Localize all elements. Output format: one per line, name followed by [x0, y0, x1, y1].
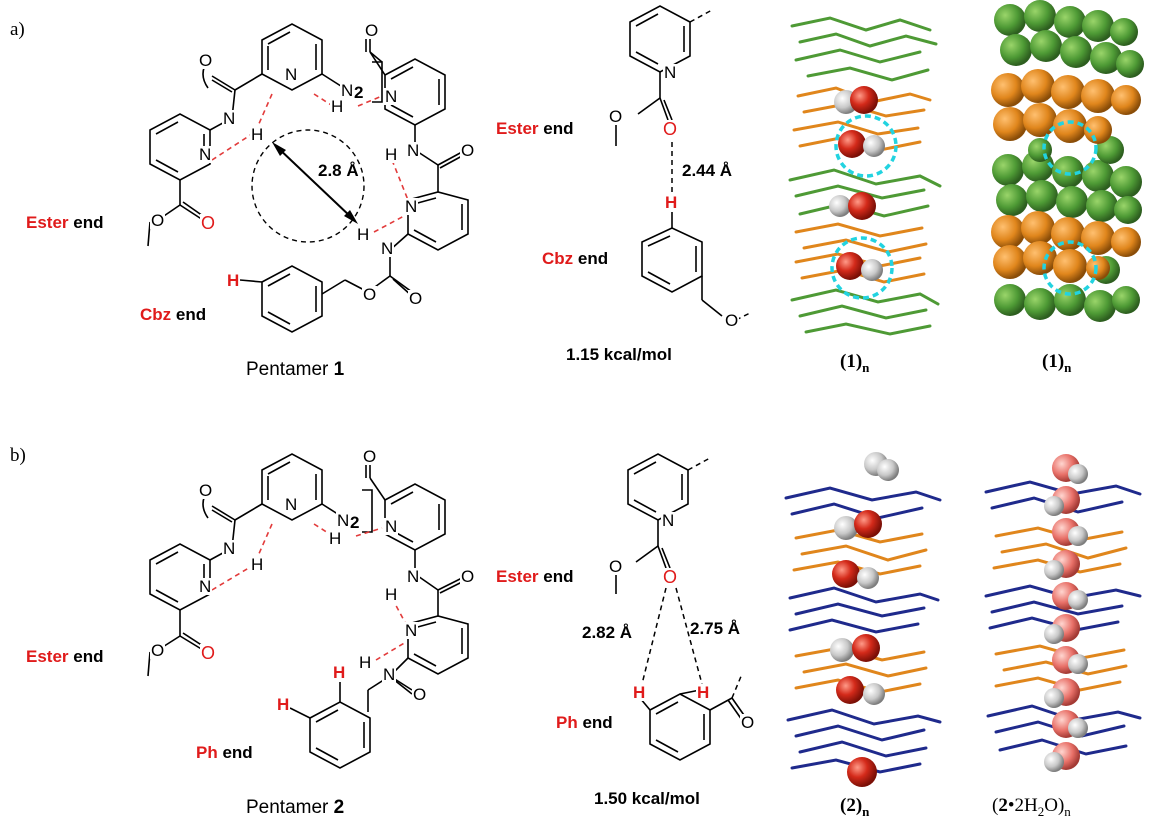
atom-n: N — [198, 145, 213, 164]
atom-o: O — [724, 311, 740, 330]
atom-o: O — [150, 641, 166, 660]
atom-h: H — [330, 97, 345, 116]
structure-2n-caption: (2)n — [840, 795, 870, 819]
inset-b-ester-end: Ester end — [496, 567, 574, 586]
atom-o: O — [460, 567, 476, 586]
atom-o-highlight: O — [662, 119, 679, 139]
atom-h: H — [250, 555, 265, 574]
atom-h: H — [358, 653, 373, 672]
atom-n: N — [384, 87, 399, 106]
atom-n: N — [384, 517, 399, 536]
inset-b-distance-right: 2.75 Å — [690, 619, 741, 638]
atom-o: O — [608, 107, 624, 126]
atom-o: O — [198, 51, 214, 70]
pentamer-1-caption: Pentamer 1 — [246, 359, 345, 380]
atom-n: N — [340, 81, 355, 100]
atom-o: O — [740, 713, 756, 732]
atom-h: H — [250, 125, 265, 144]
atom-h-highlight: H — [632, 683, 647, 702]
pentamer-2-structure — [147, 453, 469, 769]
atom-o: O — [362, 447, 378, 466]
atom-o: O — [460, 141, 476, 160]
pentamer-2-caption: Pentamer 2 — [246, 797, 345, 818]
atom-h-highlight: H — [276, 695, 291, 714]
repeat-count: 2 — [354, 83, 364, 102]
inset-a-cbz-end: Cbz end — [542, 249, 609, 268]
atom-o: O — [608, 557, 624, 576]
inset-a-energy: 1.15 kcal/mol — [566, 345, 672, 364]
helix-2-stick-model — [784, 452, 942, 787]
structure-1n-caption-left: (1)n — [840, 351, 870, 375]
atom-o: O — [412, 685, 428, 704]
atom-o-highlight: O — [200, 643, 217, 663]
atom-o: O — [364, 21, 380, 40]
atom-o: O — [362, 285, 378, 304]
panel-a-label: a) — [10, 19, 25, 40]
atom-n: N — [336, 511, 351, 530]
atom-n: N — [284, 65, 299, 84]
helix-2-water-stick-model — [984, 454, 1142, 772]
inset-a-distance: 2.44 Å — [682, 161, 733, 180]
atom-n: N — [380, 239, 395, 258]
atom-n: N — [222, 539, 237, 558]
atom-h: H — [328, 529, 343, 548]
atom-n: N — [404, 197, 419, 216]
atom-h: H — [384, 145, 399, 164]
atom-n: N — [284, 495, 299, 514]
atom-n: N — [663, 63, 678, 82]
helix-1-spacefill-model — [991, 0, 1144, 322]
atom-o-highlight: O — [662, 567, 679, 587]
atom-n: N — [198, 577, 213, 596]
pentamer-1-structure — [147, 23, 469, 333]
atom-h: H — [384, 585, 399, 604]
atom-n: N — [661, 511, 676, 530]
atom-o-highlight: O — [200, 213, 217, 233]
atom-h-highlight: H — [696, 683, 711, 702]
ph-end-label: Ph end — [196, 743, 253, 762]
inset-b-structure — [615, 453, 747, 761]
atom-h-highlight: H — [332, 663, 347, 682]
panel-b-label: b) — [10, 445, 26, 466]
atom-n: N — [382, 665, 397, 684]
atom-h-highlight: H — [664, 193, 679, 212]
atom-h-highlight: H — [226, 271, 241, 290]
atom-h: H — [356, 225, 371, 244]
atom-n: N — [222, 109, 237, 128]
structure-2-water-caption: (2•2H2O)n — [992, 795, 1071, 819]
inset-b-energy: 1.50 kcal/mol — [594, 789, 700, 808]
atom-o: O — [150, 211, 166, 230]
inset-b-ph-end: Ph end — [556, 713, 613, 732]
cbz-end-label: Cbz end — [140, 305, 207, 324]
structure-1n-caption-right: (1)n — [1042, 351, 1072, 375]
inset-a-ester-end: Ester end — [496, 119, 574, 138]
atom-o: O — [198, 481, 214, 500]
distance-label-2-8: 2.8 Å — [318, 161, 359, 180]
ester-end-label: Ester end — [26, 213, 104, 232]
ester-end-label: Ester end — [26, 647, 104, 666]
helix-1-stick-model — [788, 16, 942, 336]
atom-n: N — [406, 141, 421, 160]
atom-o: O — [408, 289, 424, 308]
repeat-count: 2 — [350, 513, 360, 532]
atom-n: N — [404, 621, 419, 640]
inset-b-distance-left: 2.82 Å — [582, 623, 633, 642]
atom-n: N — [406, 567, 421, 586]
